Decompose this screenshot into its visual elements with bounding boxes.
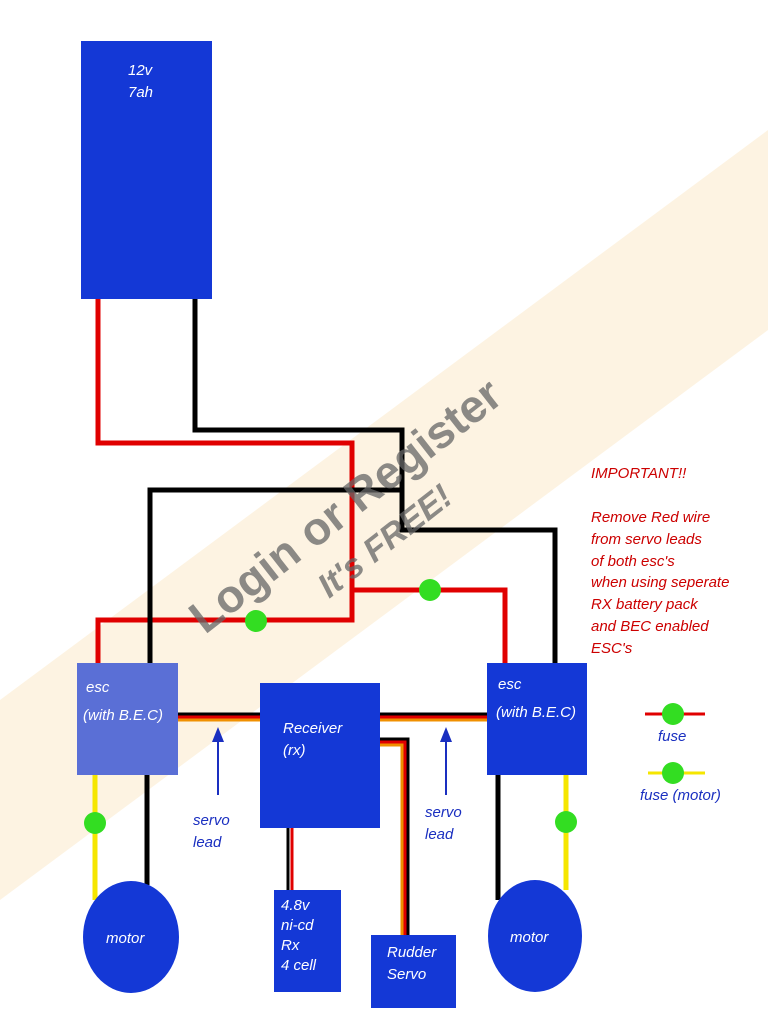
legend-fuse-motor-label: fuse (motor) (640, 787, 721, 804)
motor-right-label: motor (510, 929, 549, 946)
legend-fuse-icon (662, 703, 684, 725)
legend-fuse-label: fuse (658, 728, 686, 745)
esc-right-sublabel: (with B.E.C) (496, 704, 576, 721)
note-line: of both esc's (591, 553, 675, 570)
legend-fuse-motor-icon (662, 762, 684, 784)
fuse-motor-left (84, 812, 106, 834)
note-line: ESC's (591, 640, 633, 657)
receiver-sublabel: (rx) (283, 742, 306, 759)
receiver-label: Receiver (283, 720, 343, 737)
note-line: and BEC enabled (591, 618, 709, 635)
esc-left (77, 663, 178, 775)
rx-battery-line: Rx (281, 937, 300, 954)
legend: fuse fuse (motor) (640, 703, 721, 804)
rx-battery-line: 4.8v (281, 897, 311, 914)
background-band (0, 130, 768, 900)
rudder-servo-line: Rudder (387, 944, 437, 961)
arrow-head-icon (212, 727, 224, 742)
esc-right-label: esc (498, 676, 522, 693)
black-wire-right (192, 299, 558, 663)
esc-left-label: esc (86, 679, 110, 696)
rx-battery-line: 4 cell (281, 957, 317, 974)
servo-lead-left-label2: lead (193, 834, 222, 851)
note-line: RX battery pack (591, 596, 699, 613)
rx-battery-line: ni-cd (281, 917, 314, 934)
note-line: when using seperate (591, 574, 729, 591)
note-title: IMPORTANT!! (591, 465, 687, 482)
wires (92, 299, 569, 935)
receiver (260, 683, 380, 828)
servo-lead-right-label: servo (425, 804, 462, 821)
arrow-head-icon (440, 727, 452, 742)
important-note: IMPORTANT!! Remove Red wire from servo l… (591, 465, 729, 657)
rx-battery-pack (274, 890, 341, 992)
main-battery (81, 41, 212, 299)
rudder-servo (371, 935, 456, 1008)
servo-lead-left-label: servo (193, 812, 230, 829)
fuse-right (419, 579, 441, 601)
black-wire-left (147, 487, 402, 663)
esc-left-sublabel: (with B.E.C) (83, 707, 163, 724)
motor-right (488, 880, 582, 992)
note-line: from servo leads (591, 531, 702, 548)
fuse-motor-right (555, 811, 577, 833)
battery-voltage: 12v (128, 62, 154, 79)
motor-left-label: motor (106, 930, 145, 947)
battery-capacity: 7ah (128, 84, 153, 101)
esc-right (487, 663, 587, 775)
red-wire-left (95, 299, 355, 663)
fuse-left (245, 610, 267, 632)
note-line: Remove Red wire (591, 509, 710, 526)
motor-left (83, 881, 179, 993)
rudder-servo-line: Servo (387, 966, 426, 983)
servo-lead-right-label2: lead (425, 826, 454, 843)
red-wire-right (352, 587, 508, 663)
